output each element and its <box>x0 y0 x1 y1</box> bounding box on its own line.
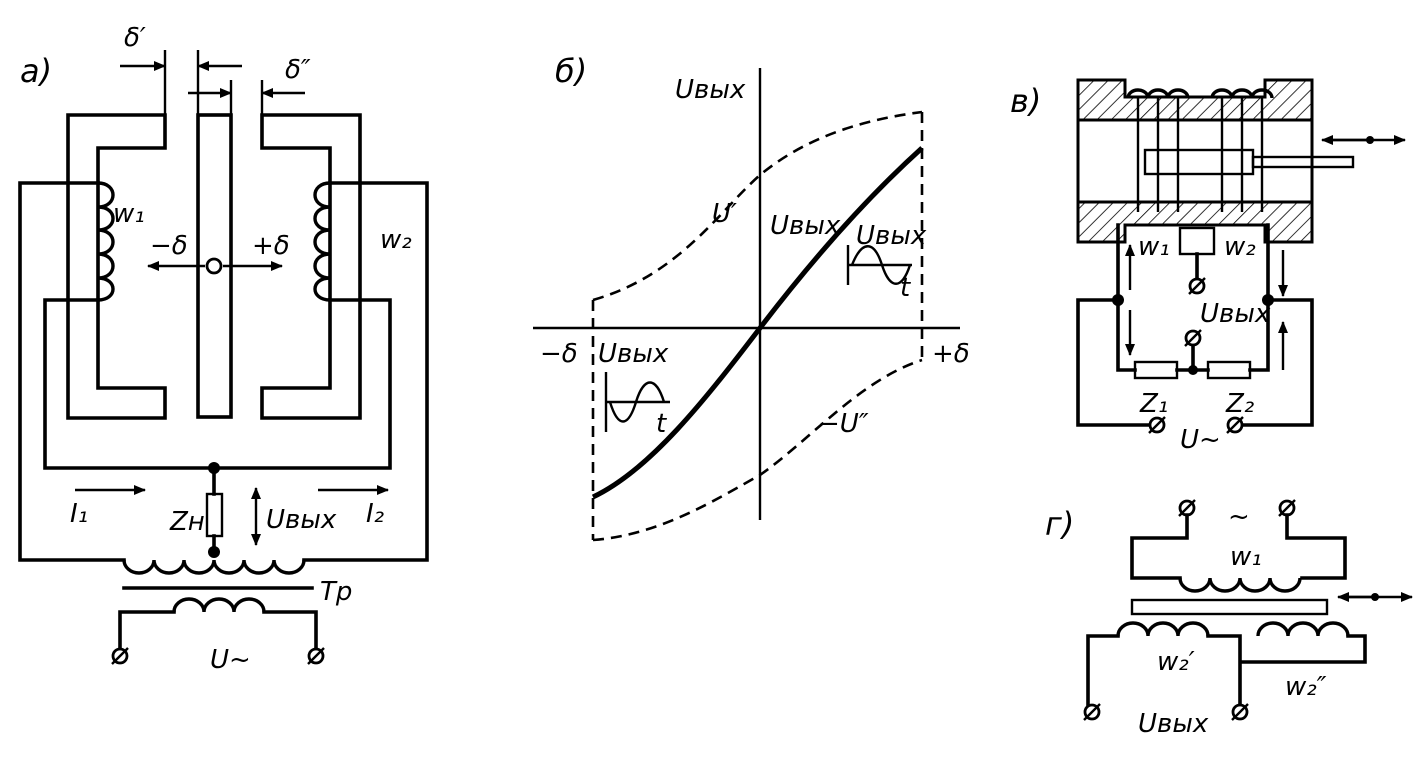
node-right <box>1262 294 1274 306</box>
label-supply-d: ~ <box>1228 502 1250 532</box>
terminal-primary-right-slash <box>1278 499 1296 517</box>
inset-left-time: t <box>656 409 667 439</box>
label-secondary-1: w₂′ <box>1157 647 1195 677</box>
core-arrow-dot <box>1371 593 1379 601</box>
armature-pivot <box>205 257 223 275</box>
terminal-left-slash <box>111 647 129 665</box>
inset-left-wave <box>608 381 666 423</box>
label-w2: w₂ <box>380 225 412 255</box>
label-transformer: Тр <box>320 577 352 607</box>
secondary-winding-1 <box>1116 621 1210 637</box>
label-minus-delta: −δ <box>150 231 188 261</box>
label-axis-x-minus: −δ <box>540 339 578 369</box>
terminal-out-right-slash <box>1231 703 1249 721</box>
label-output-c: Uвых <box>1200 299 1271 329</box>
label-z1: Z₁ <box>1139 389 1168 419</box>
label-axis-y: Uвых <box>675 75 746 105</box>
label-secondary-2: w₂″ <box>1285 672 1327 702</box>
panel-d: г) ~ w₁ w₂′ w₂″ Uвых <box>1045 499 1413 739</box>
secondary-leads <box>1086 634 1367 707</box>
primary-leads <box>1130 513 1347 580</box>
terminal-out-bottom-slash <box>1184 329 1202 347</box>
coil-w2 <box>313 181 331 302</box>
label-w1-c: w₁ <box>1138 232 1170 262</box>
terminal-supply-left-slash <box>1148 416 1166 434</box>
label-z2: Z₂ <box>1225 389 1254 419</box>
inset-right-time: t <box>900 273 911 303</box>
inset-right: Uвых t <box>846 221 927 303</box>
label-w1: w₁ <box>113 199 145 229</box>
curve-upper-envelope <box>592 110 923 302</box>
panel-a: а) δ′ δ″ −δ +δ w₁ w₂ <box>18 23 429 675</box>
panel-c-letter: в) <box>1010 82 1041 120</box>
label-lower-curve: −U″ <box>818 409 869 439</box>
housing-bore <box>1076 118 1314 204</box>
label-axis-x-plus: +δ <box>932 339 970 369</box>
label-current-1: I₁ <box>70 499 88 529</box>
inset-left: Uвых t <box>598 339 670 439</box>
housing-top <box>1076 78 1314 122</box>
coil-w1-c <box>1126 88 1190 212</box>
label-upper-curve: U′ <box>712 199 737 229</box>
label-w2-c: w₂ <box>1224 232 1256 262</box>
coil-w2-c <box>1210 88 1274 212</box>
outer-wire <box>18 181 429 562</box>
primary-winding <box>1178 577 1302 593</box>
right-core <box>260 113 362 420</box>
supply-leads <box>118 610 318 652</box>
inset-right-wave <box>850 245 912 285</box>
coil-w1 <box>97 181 115 302</box>
movable-core <box>1130 598 1329 616</box>
inset-left-label: Uвых <box>598 339 669 369</box>
label-gap-left: δ′ <box>124 23 146 53</box>
load-resistor <box>205 492 224 538</box>
coil-outer-leads <box>1116 223 1270 302</box>
transformer-lower-winding <box>172 597 266 613</box>
terminal-out-left-slash <box>1083 703 1101 721</box>
label-plus-delta: +δ <box>252 231 290 261</box>
label-supply: U~ <box>210 645 251 675</box>
secondary-winding-2 <box>1256 621 1350 637</box>
node-bottom <box>208 546 220 558</box>
terminal-out-top-slash <box>1188 277 1206 295</box>
curve-output <box>591 146 924 500</box>
panel-d-letter: г) <box>1045 505 1074 543</box>
label-load: Zн <box>169 507 205 537</box>
label-current-2: I₂ <box>366 499 384 529</box>
resistor-z1 <box>1133 360 1179 380</box>
node-left <box>1112 294 1124 306</box>
label-gap-right: δ″ <box>285 55 311 85</box>
motion-dot <box>1366 136 1374 144</box>
label-supply-c: U~ <box>1180 425 1221 455</box>
label-mid-curve: Uвых <box>770 211 841 241</box>
label-output-d: Uвых <box>1138 709 1209 739</box>
curve-lower-envelope <box>592 358 923 542</box>
panel-b: б) Uвых −δ +δ U′ −U″ Uвых Uвых t Uвых <box>533 52 970 542</box>
panel-c: в) w₁ w₂ <box>1010 78 1406 455</box>
bridge-side-wires <box>1116 298 1270 372</box>
panel-a-letter: а) <box>20 52 52 90</box>
terminal-primary-left-slash <box>1178 499 1196 517</box>
housing-bottom <box>1076 200 1314 244</box>
label-output: Uвых <box>266 505 337 535</box>
center-tap-block <box>1178 226 1216 256</box>
bridge-outer-wires <box>1076 298 1314 427</box>
panel-b-letter: б) <box>555 52 587 90</box>
terminal-right-slash <box>307 647 325 665</box>
left-core <box>66 113 167 420</box>
resistor-z2 <box>1206 360 1252 380</box>
label-primary: w₁ <box>1230 542 1262 572</box>
transformer-upper-winding <box>122 559 306 575</box>
terminal-supply-right-slash <box>1226 416 1244 434</box>
plunger-rod <box>1251 155 1355 169</box>
